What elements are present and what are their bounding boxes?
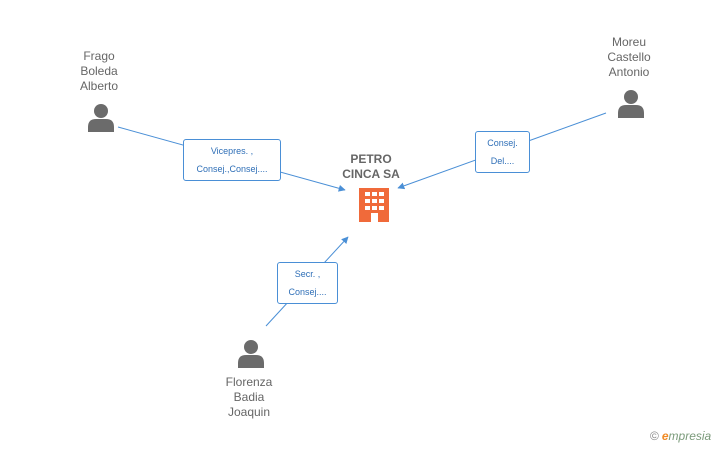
company-name[interactable]: PETRO CINCA SA: [342, 152, 400, 181]
person-name-frago[interactable]: Frago Boleda Alberto: [79, 49, 119, 93]
person-icon[interactable]: [238, 340, 264, 368]
empresia-watermark: ©empresia: [650, 429, 711, 443]
role-box-florenza[interactable]: Secr. , Consej....: [277, 262, 338, 304]
brand-name: mpresia: [668, 429, 712, 443]
person-icon[interactable]: [88, 104, 114, 132]
person-name-moreu[interactable]: Moreu Castello Antonio: [607, 35, 651, 79]
person-name-florenza[interactable]: Florenza Badia Joaquin: [225, 375, 273, 419]
empresia-logo-icon: e: [661, 429, 669, 443]
role-box-moreu[interactable]: Consej. Del....: [475, 131, 530, 173]
role-box-frago[interactable]: Vicepres. , Consej.,Consej....: [183, 139, 281, 181]
person-icon[interactable]: [618, 90, 644, 118]
building-icon[interactable]: [359, 188, 389, 222]
copyright-symbol: ©: [650, 429, 659, 443]
